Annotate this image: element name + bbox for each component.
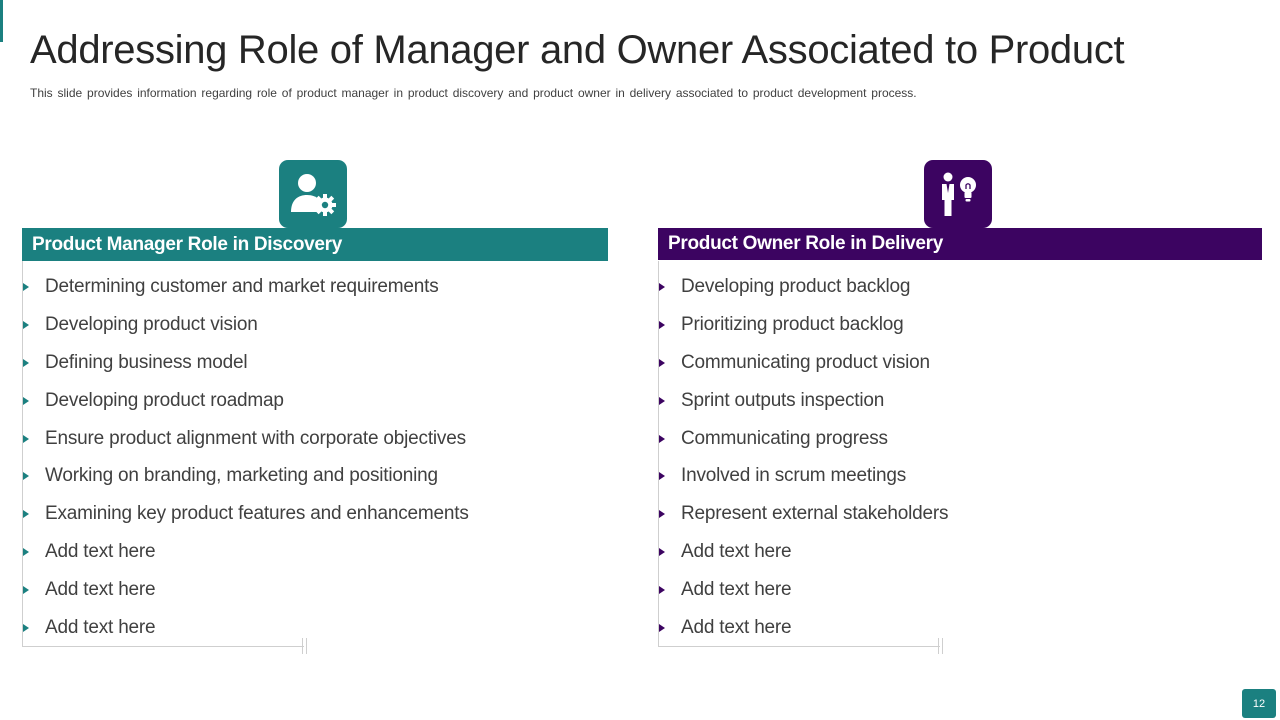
list-item-text: Communicating product vision <box>681 351 930 373</box>
list-item: Working on branding, marketing and posit… <box>22 457 469 495</box>
list-item: Add text here <box>658 533 948 571</box>
list-item-text: Involved in scrum meetings <box>681 465 907 487</box>
list-item-text: Working on branding, marketing and posit… <box>45 465 438 487</box>
list-item: Add text here <box>658 609 948 647</box>
list-item: Examining key product features and enhan… <box>22 495 469 533</box>
bullet-arrow-icon <box>659 472 665 481</box>
bullet-arrow-icon <box>23 548 29 557</box>
product-owner-header: Product Owner Role in Delivery <box>658 228 1262 260</box>
list-item: Add text here <box>658 571 948 609</box>
panel-frame-tick <box>306 638 307 654</box>
list-item: Developing product backlog <box>658 268 948 306</box>
list-item: Developing product vision <box>22 306 469 344</box>
bullet-arrow-icon <box>659 623 665 632</box>
list-item-text: Represent external stakeholders <box>681 503 949 525</box>
bullet-arrow-icon <box>23 434 29 443</box>
product-owner-panel: Product Owner Role in Delivery Developin… <box>658 160 1262 660</box>
list-item-text: Add text here <box>681 579 792 601</box>
slide-subtitle: This slide provides information regardin… <box>30 86 917 100</box>
list-item: Represent external stakeholders <box>658 495 949 533</box>
bullet-arrow-icon <box>659 434 665 443</box>
list-item-text: Add text here <box>681 616 792 638</box>
bullet-arrow-icon <box>659 396 665 405</box>
list-item-text: Add text here <box>45 616 156 638</box>
list-item: Involved in scrum meetings <box>658 457 948 495</box>
list-item-text: Sprint outputs inspection <box>681 389 885 411</box>
list-item-text: Developing product backlog <box>681 275 911 297</box>
panel-frame-horizontal <box>22 646 304 647</box>
product-owner-list: Developing product backlog Prioritizing … <box>658 268 949 647</box>
user-gear-icon <box>279 160 347 228</box>
list-item-text: Determining customer and market requirem… <box>45 275 439 297</box>
bullet-arrow-icon <box>659 358 665 367</box>
page-number: 12 <box>1242 689 1276 718</box>
list-item: Prioritizing product backlog <box>658 306 948 344</box>
panel-frame-tick <box>942 638 943 654</box>
bullet-arrow-icon <box>659 586 665 595</box>
bullet-arrow-icon <box>659 320 665 329</box>
bullet-arrow-icon <box>659 282 665 291</box>
panel-frame-tick <box>302 638 303 654</box>
slide-title: Addressing Role of Manager and Owner Ass… <box>30 28 1125 72</box>
panel-frame-horizontal <box>658 646 940 647</box>
corner-accent <box>0 0 3 42</box>
list-item: Developing product roadmap <box>22 382 469 420</box>
product-manager-list: Determining customer and market requirem… <box>22 268 469 647</box>
person-lightbulb-icon <box>924 160 992 228</box>
bullet-arrow-icon <box>23 510 29 519</box>
list-item-text: Prioritizing product backlog <box>681 313 904 335</box>
list-item: Determining customer and market requirem… <box>22 268 469 306</box>
bullet-arrow-icon <box>23 586 29 595</box>
bullet-arrow-icon <box>23 358 29 367</box>
product-manager-header: Product Manager Role in Discovery <box>22 228 608 261</box>
list-item-text: Defining business model <box>45 351 248 373</box>
list-item-text: Developing product roadmap <box>45 389 284 411</box>
bullet-arrow-icon <box>23 623 29 632</box>
panel-frame-vertical <box>658 261 659 646</box>
bullet-arrow-icon <box>23 282 29 291</box>
list-item-text: Ensure product alignment with corporate … <box>45 427 466 449</box>
list-item: Add text here <box>22 609 469 647</box>
list-item: Defining business model <box>22 344 469 382</box>
list-item-text: Add text here <box>45 541 156 563</box>
list-item-text: Examining key product features and enhan… <box>45 503 469 525</box>
person-lightbulb-icon-svg <box>942 172 976 216</box>
list-item-text: Developing product vision <box>45 313 258 335</box>
panel-frame-tick <box>938 638 939 654</box>
list-item: Sprint outputs inspection <box>658 382 948 420</box>
product-manager-panel: Product Manager Role in Discovery Determ… <box>22 160 608 660</box>
bullet-arrow-icon <box>23 472 29 481</box>
list-item: Add text here <box>22 571 469 609</box>
list-item-text: Communicating progress <box>681 427 888 449</box>
user-gear-icon-svg <box>291 174 336 216</box>
bullet-arrow-icon <box>659 510 665 519</box>
bullet-arrow-icon <box>659 548 665 557</box>
bullet-arrow-icon <box>23 320 29 329</box>
list-item: Add text here <box>22 533 469 571</box>
list-item-text: Add text here <box>681 541 792 563</box>
list-item: Communicating progress <box>658 420 948 458</box>
list-item: Ensure product alignment with corporate … <box>22 420 469 458</box>
panel-frame-vertical <box>22 261 23 646</box>
list-item: Communicating product vision <box>658 344 948 382</box>
bullet-arrow-icon <box>23 396 29 405</box>
list-item-text: Add text here <box>45 579 156 601</box>
